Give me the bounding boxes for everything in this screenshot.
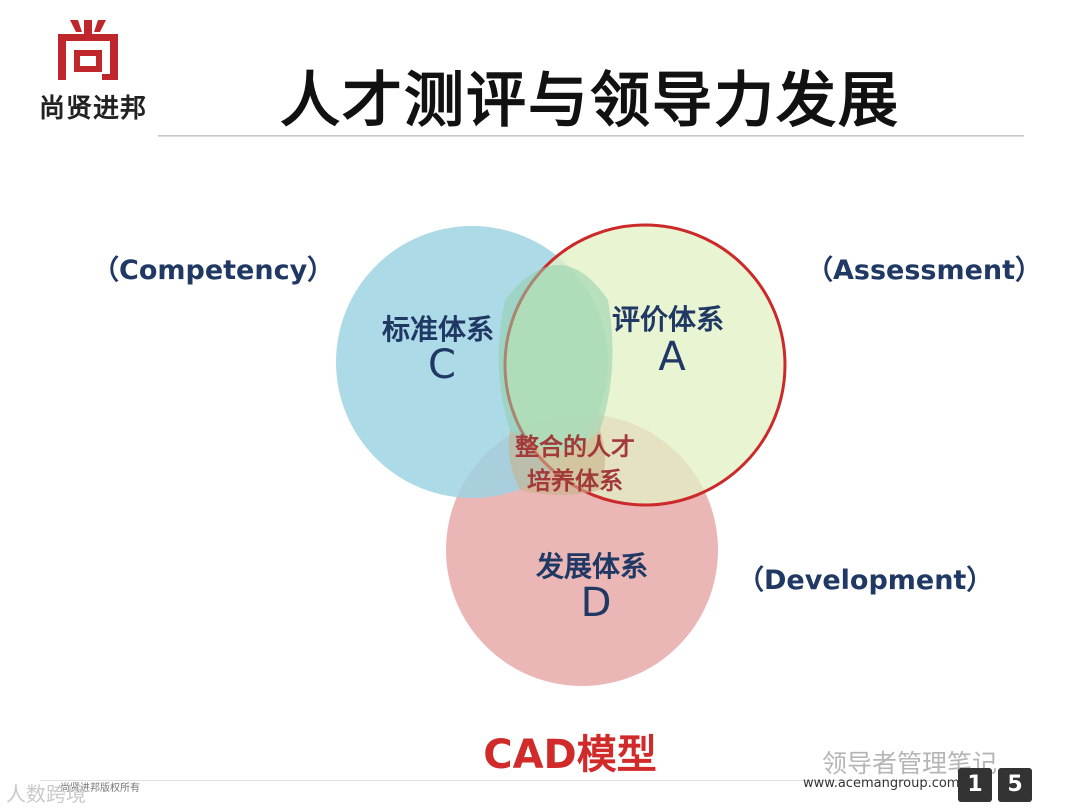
footer-divider: [40, 780, 940, 781]
development-circle-title: 发展体系: [535, 550, 648, 583]
overlap-competency-assessment: [498, 265, 613, 450]
assessment-circle-letter: A: [658, 334, 686, 380]
development-circle-letter: D: [580, 580, 612, 626]
logo-mark-icon: [58, 20, 118, 80]
integrated-system-label: 整合的人才 培养体系: [490, 430, 660, 498]
development-label: （Development）: [737, 565, 994, 596]
page-title: 人才测评与领导力发展: [280, 66, 900, 136]
copyright-text: 尚贤进邦版权所有: [60, 783, 140, 794]
company-logo: 尚贤进邦: [28, 20, 158, 124]
website-link[interactable]: www.acemangroup.com: [803, 776, 960, 791]
center-label-line1: 整合的人才: [515, 433, 635, 461]
page-digit-2: 5: [998, 768, 1032, 802]
competency-circle-letter: C: [428, 342, 456, 388]
logo-text: 尚贤进邦: [38, 94, 147, 124]
assessment-label: （Assessment）: [806, 255, 1043, 286]
page-digit-1: 1: [958, 768, 992, 802]
model-caption: CAD模型: [483, 732, 657, 778]
watermark-left: 人数跨境: [6, 782, 86, 806]
competency-label: （Competency）: [92, 255, 335, 286]
competency-circle-title: 标准体系: [381, 313, 494, 346]
overlap-center: [508, 430, 605, 495]
title-divider: [158, 135, 1024, 137]
assessment-circle-title: 评价体系: [611, 303, 724, 336]
center-label-line2: 培养体系: [527, 467, 623, 495]
